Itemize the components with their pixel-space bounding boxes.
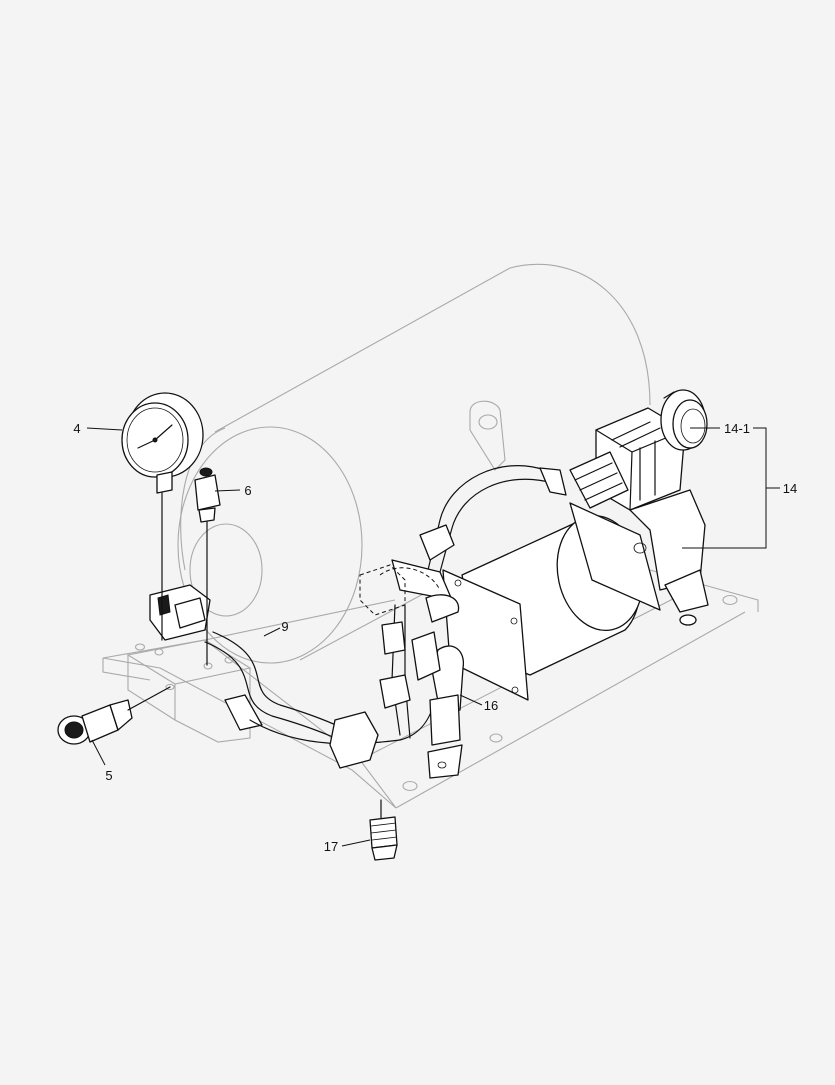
callout-6: 6 — [244, 483, 251, 498]
callout-4: 4 — [73, 421, 80, 436]
callout-17: 17 — [324, 839, 338, 854]
callout-9: 9 — [281, 619, 288, 634]
callout-14-1: 14-1 — [724, 421, 750, 436]
quick-coupler — [57, 699, 133, 745]
relief-valve — [194, 467, 221, 523]
callout-leaders — [86, 427, 780, 847]
pressure-switch-connectors — [149, 584, 411, 769]
pressure-gauge — [121, 392, 204, 494]
tank-lug-outline — [469, 400, 506, 471]
callout-16: 16 — [484, 698, 498, 713]
drain-fitting — [369, 816, 398, 861]
pressure-switch-16 — [411, 631, 465, 779]
compressor-motor — [442, 502, 661, 701]
air-tank-outline — [177, 263, 651, 664]
callout-14: 14 — [783, 481, 797, 496]
cooling-fins — [569, 451, 629, 509]
manifold-block — [126, 639, 252, 743]
callout-5: 5 — [105, 768, 112, 783]
check-valve-fitting — [391, 524, 460, 623]
coupler-leader-line — [127, 686, 171, 711]
outlet-hose — [427, 465, 567, 573]
air-filter — [660, 389, 708, 451]
